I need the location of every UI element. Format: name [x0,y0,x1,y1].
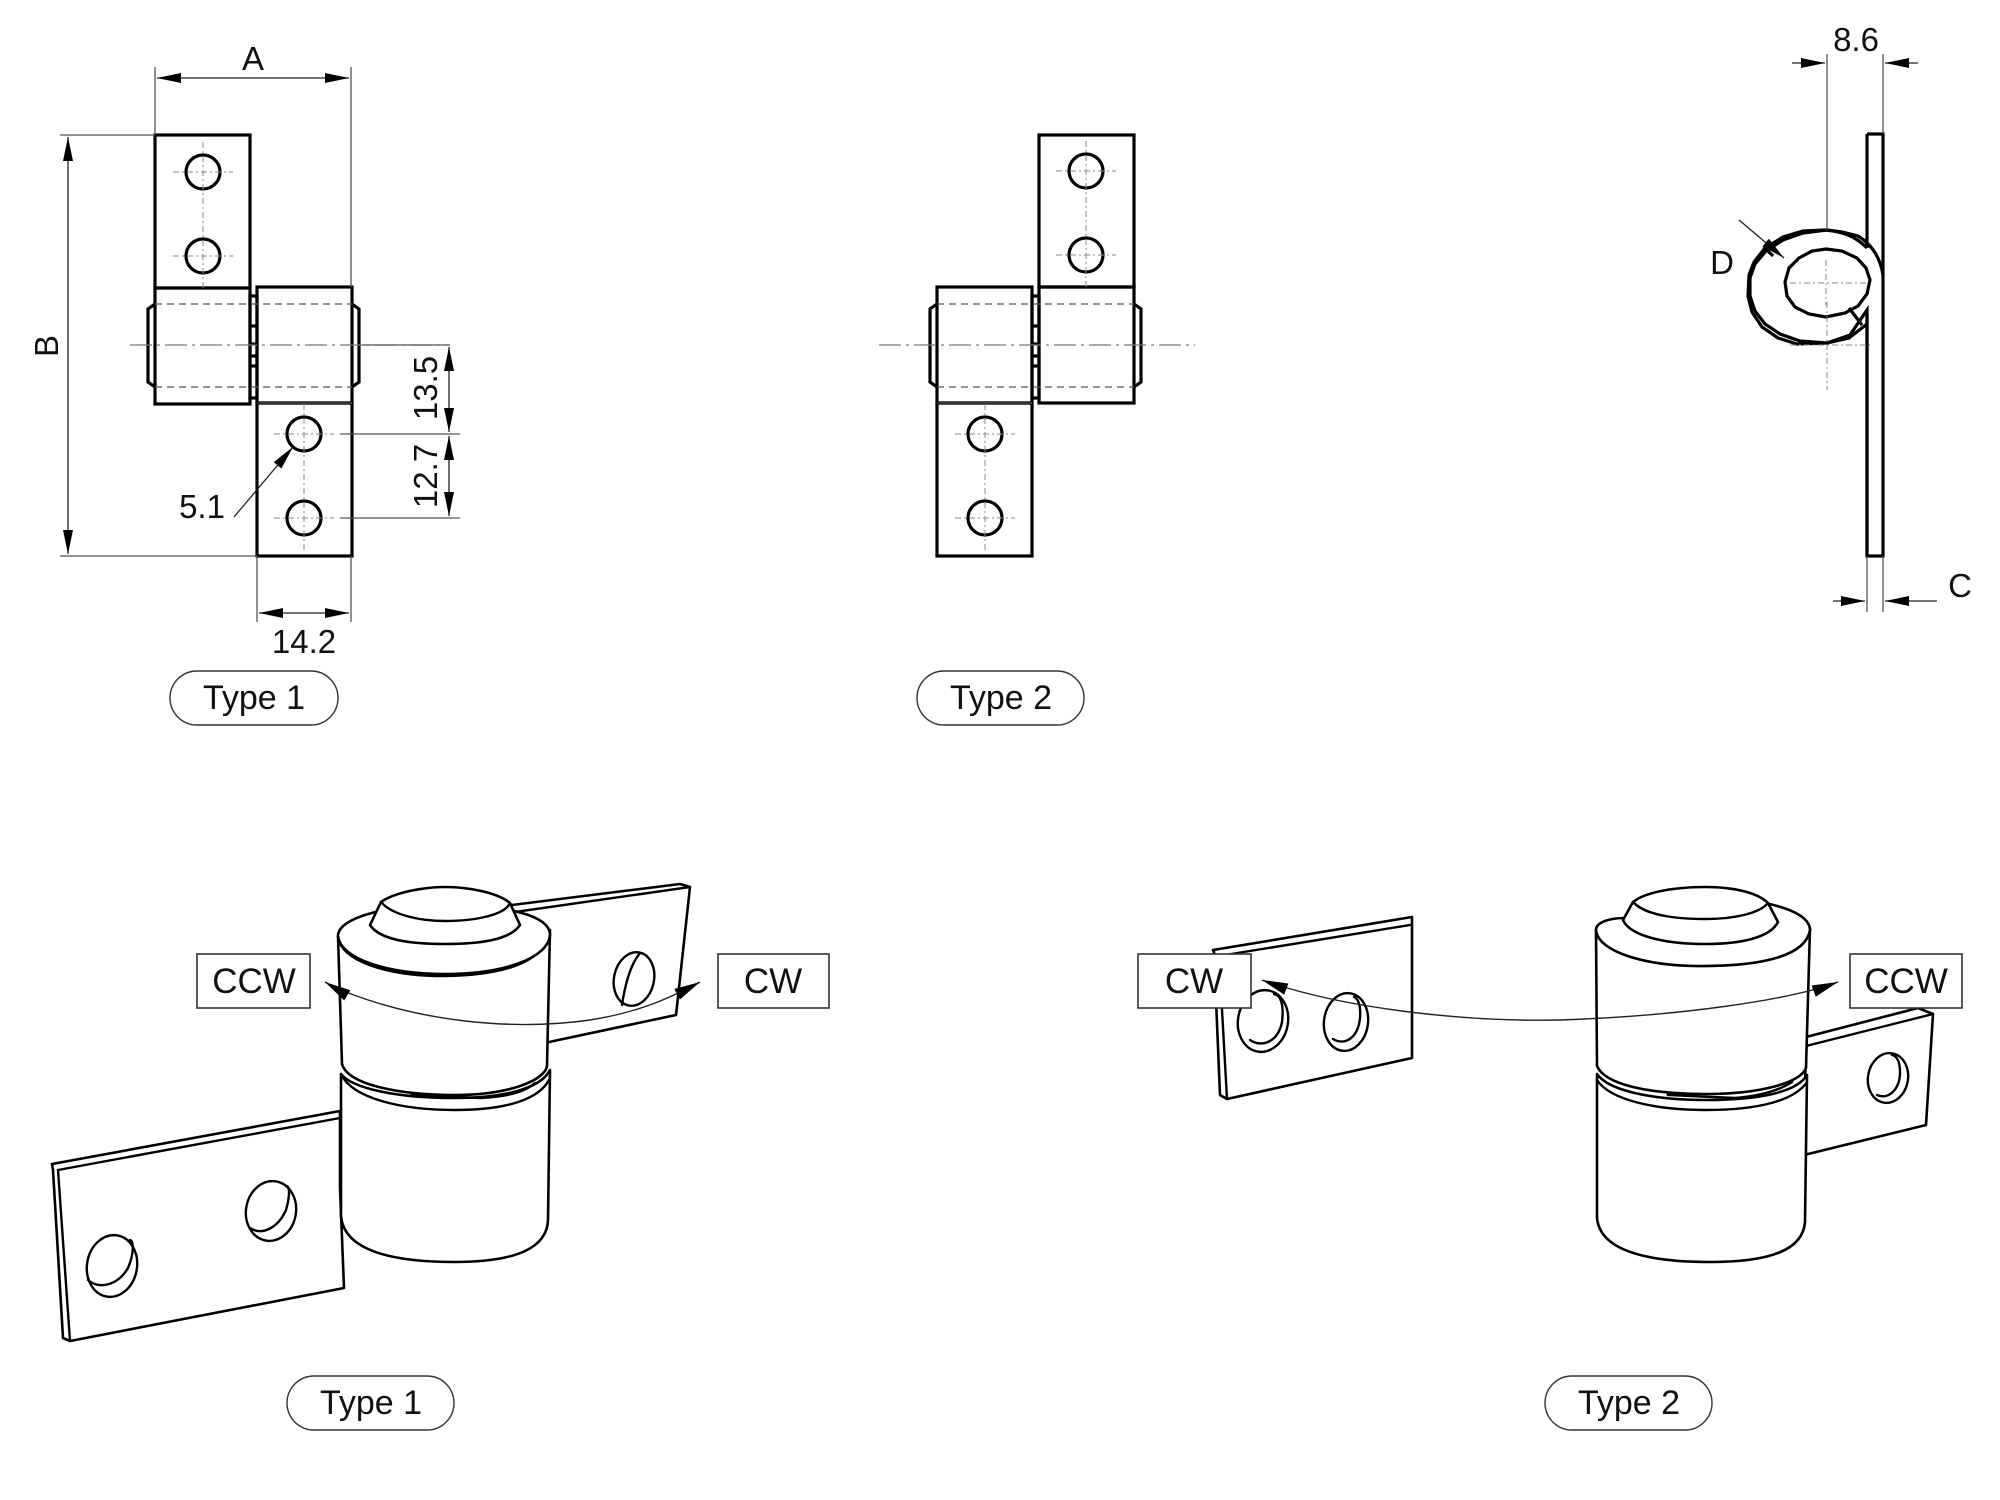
type2-cw-label: CW [1165,962,1223,1001]
type2-iso-label: Type 2 [1578,1384,1680,1422]
dim-leaf-thickness: C [1948,567,1972,604]
type2-iso-lower-cylinder [1595,1072,1809,1264]
type2-iso-label-pill [1544,1375,1713,1431]
dim-axis-to-hole: 13.5 [407,356,444,420]
side-view: 8.6 D C [1710,21,1972,612]
type2-top-label: Type 2 [950,679,1052,717]
knuckle-outline [1746,228,1869,556]
type2-front-view: Type 2 [879,133,1195,726]
dim-hole-diameter: 5.1 [179,488,225,525]
type1-iso-label-pill [286,1375,455,1431]
type1-iso-front-leaf [50,1109,346,1343]
type1-top-label: Type 1 [203,679,305,717]
type1-front-view: A B 13.5 12.7 5.1 14.2 Type 1 [28,40,460,726]
knuckle-bore [1783,247,1872,319]
type1-iso-label: Type 1 [320,1384,422,1422]
dim-a-label: A [242,40,264,77]
type1-ccw-box [196,953,311,1009]
type2-ccw-box [1849,953,1963,1009]
type1-cw-label: CW [744,962,802,1001]
type2-ccw-label: CCW [1864,962,1948,1001]
type2-top-label-pill [916,670,1085,726]
type1-iso-upper-cylinder [336,928,552,1097]
type1-top-label-pill [169,670,339,726]
dim-b-label: B [28,335,65,357]
type2-cw-box [1137,953,1252,1009]
dim-leaf-width: 14.2 [272,623,336,660]
type2-isometric-view: CW CCW Type 2 [1137,885,1963,1431]
dim-knuckle-offset: 8.6 [1833,21,1879,58]
dim-knuckle-diameter: D [1710,244,1734,281]
type1-isometric-view: CCW CW Type 1 [50,882,830,1431]
type1-ccw-label: CCW [212,962,296,1001]
type1-cw-box [717,953,830,1009]
type1-iso-lower-cylinder [339,1068,552,1264]
dim-hole-pitch: 12.7 [407,444,444,508]
